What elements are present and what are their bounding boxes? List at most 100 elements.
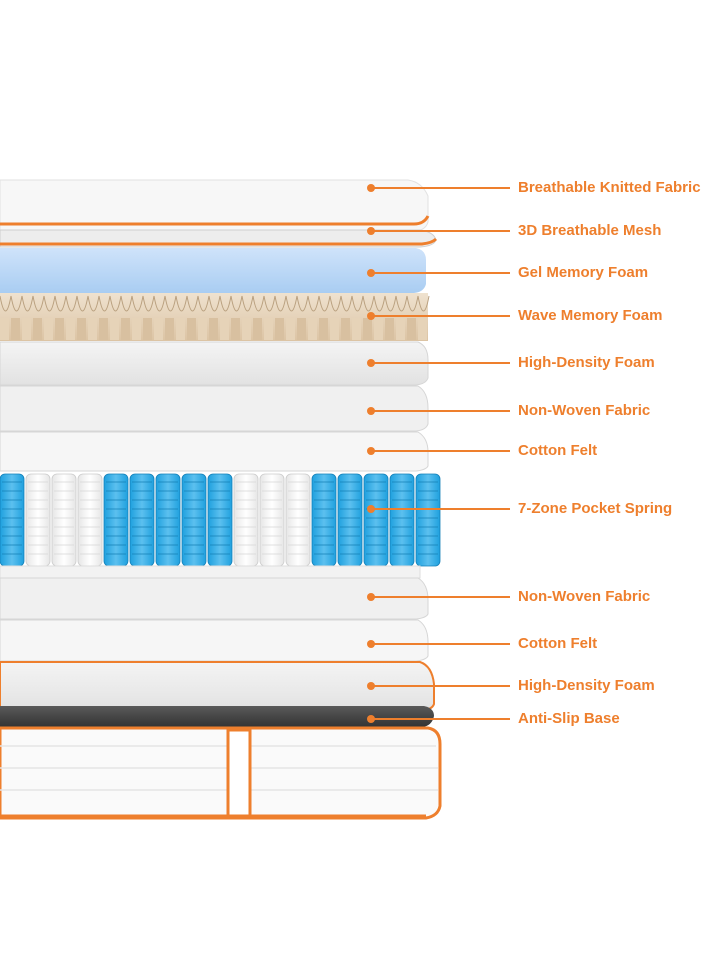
layer-3d-breathable-mesh — [0, 229, 438, 248]
wave-ridge — [142, 295, 155, 312]
wave-column — [165, 318, 174, 340]
wave-column — [352, 318, 361, 340]
wave-column — [264, 318, 273, 340]
wave-ridge — [219, 295, 232, 312]
layer-label: Non-Woven Fabric — [518, 588, 651, 605]
wave-ridge — [230, 295, 243, 312]
wave-ridge — [54, 295, 67, 312]
wave-column — [121, 318, 130, 340]
pocket-spring — [259, 473, 285, 567]
wave-ridge — [395, 295, 408, 312]
wave-column — [231, 318, 240, 340]
callout-dot — [367, 359, 375, 367]
callout-dot — [367, 447, 375, 455]
callout-dot — [367, 505, 375, 513]
wave-column — [396, 318, 405, 340]
pocket-spring — [363, 473, 389, 567]
wave-column — [286, 318, 295, 340]
wave-column — [209, 318, 218, 340]
wave-ridge — [87, 295, 100, 312]
wave-ridge — [153, 295, 166, 312]
wave-column — [407, 318, 416, 340]
layer-label: High-Density Foam — [518, 354, 655, 371]
pocket-spring — [311, 473, 337, 567]
wave-column — [132, 318, 141, 340]
layer-wave-memory-foam — [0, 293, 430, 341]
pocket-spring — [337, 473, 363, 567]
wave-ridge — [32, 295, 45, 312]
wave-ridge — [131, 295, 144, 312]
wave-column — [0, 318, 9, 340]
layer-label: Gel Memory Foam — [518, 264, 649, 281]
wave-column — [275, 318, 284, 340]
pocket-spring — [285, 473, 311, 567]
layer-label: Wave Memory Foam — [518, 307, 663, 324]
wave-column — [242, 318, 251, 340]
wave-ridge — [351, 295, 364, 312]
layer-label: Cotton Felt — [518, 635, 598, 652]
wave-ridge — [285, 295, 298, 312]
pocket-spring — [155, 473, 181, 567]
wave-column — [44, 318, 53, 340]
callout-dot — [367, 269, 375, 277]
layer-high-density-foam-top — [0, 341, 429, 386]
wave-column — [341, 318, 350, 340]
layer-breathable-knitted-fabric — [0, 179, 430, 233]
pocket-spring — [77, 473, 103, 567]
wave-ridges — [0, 295, 430, 340]
layer-gel-memory-foam — [0, 248, 426, 293]
pocket-spring — [129, 473, 155, 567]
layer-label: High-Density Foam — [518, 677, 655, 694]
callout-dot — [367, 312, 375, 320]
wave-column — [77, 318, 86, 340]
wave-column — [187, 318, 196, 340]
callout-dot — [367, 640, 375, 648]
wave-ridge — [296, 295, 309, 312]
wave-ridge — [197, 295, 210, 312]
layer-7-zone-pocket-spring — [0, 473, 441, 579]
callout-lines — [367, 184, 510, 723]
pocket-spring — [103, 473, 129, 567]
wave-ridge — [329, 295, 342, 312]
layer-anti-slip-base — [0, 706, 434, 727]
pocket-spring — [51, 473, 77, 567]
wave-column — [319, 318, 328, 340]
wave-ridge — [252, 295, 265, 312]
wave-column — [220, 318, 229, 340]
wave-column — [99, 318, 108, 340]
wave-column — [385, 318, 394, 340]
wave-ridge — [98, 295, 111, 312]
wave-column — [33, 318, 42, 340]
wave-ridge — [120, 295, 133, 312]
wave-ridge — [263, 295, 276, 312]
wave-column — [143, 318, 152, 340]
pocket-spring — [415, 473, 441, 567]
callout-dot — [367, 593, 375, 601]
wave-ridge — [274, 295, 287, 312]
layer-non-woven-fabric-top — [0, 385, 429, 432]
wave-column — [253, 318, 262, 340]
callout-dot — [367, 227, 375, 235]
wave-ridge — [65, 295, 78, 312]
wave-ridge — [373, 295, 386, 312]
wave-ridge — [164, 295, 177, 312]
layer-label: 7-Zone Pocket Spring — [518, 500, 673, 517]
layer-cotton-felt-bottom — [0, 619, 429, 662]
wave-column — [308, 318, 317, 340]
wave-ridge — [175, 295, 188, 312]
wave-ridge — [186, 295, 199, 312]
callout-dot — [367, 184, 375, 192]
wave-column — [11, 318, 20, 340]
layer-cotton-felt-top — [0, 431, 429, 472]
wave-column — [154, 318, 163, 340]
pocket-spring — [233, 473, 259, 567]
wave-ridge — [318, 295, 331, 312]
wave-column — [66, 318, 75, 340]
wave-column — [22, 318, 31, 340]
wave-column — [330, 318, 339, 340]
wave-ridge — [10, 295, 23, 312]
pocket-spring — [207, 473, 233, 567]
callout-dot — [367, 682, 375, 690]
wave-ridge — [21, 295, 34, 312]
